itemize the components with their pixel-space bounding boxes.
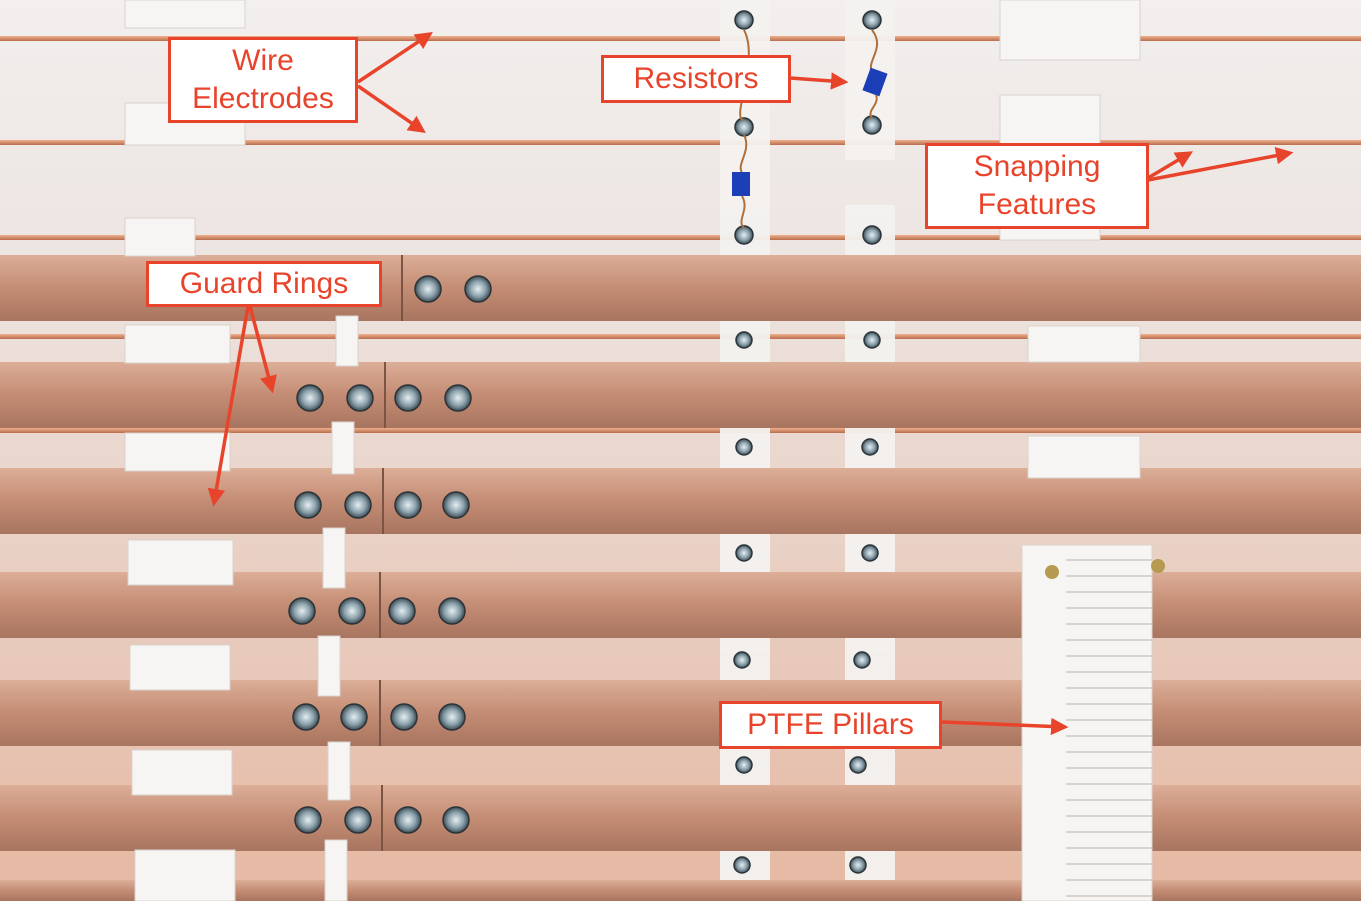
- strip-screws: [733, 10, 882, 874]
- upper-wire-electrodes: [0, 36, 1361, 240]
- ptfe-blocks-left: [124, 0, 246, 901]
- joint-clips: [317, 315, 359, 901]
- ring-screws: [288, 275, 492, 834]
- resistor-components: [732, 29, 888, 229]
- label-guard-rings: Guard Rings: [146, 261, 382, 307]
- label-snapping-features: Snapping Features: [925, 143, 1149, 229]
- ptfe-pillar: [1021, 544, 1165, 901]
- label-ptfe-pillars: PTFE Pillars: [719, 701, 942, 749]
- label-resistors: Resistors: [601, 55, 791, 103]
- label-wire-electrodes: Wire Electrodes: [168, 37, 358, 123]
- ring-joints: [379, 255, 403, 851]
